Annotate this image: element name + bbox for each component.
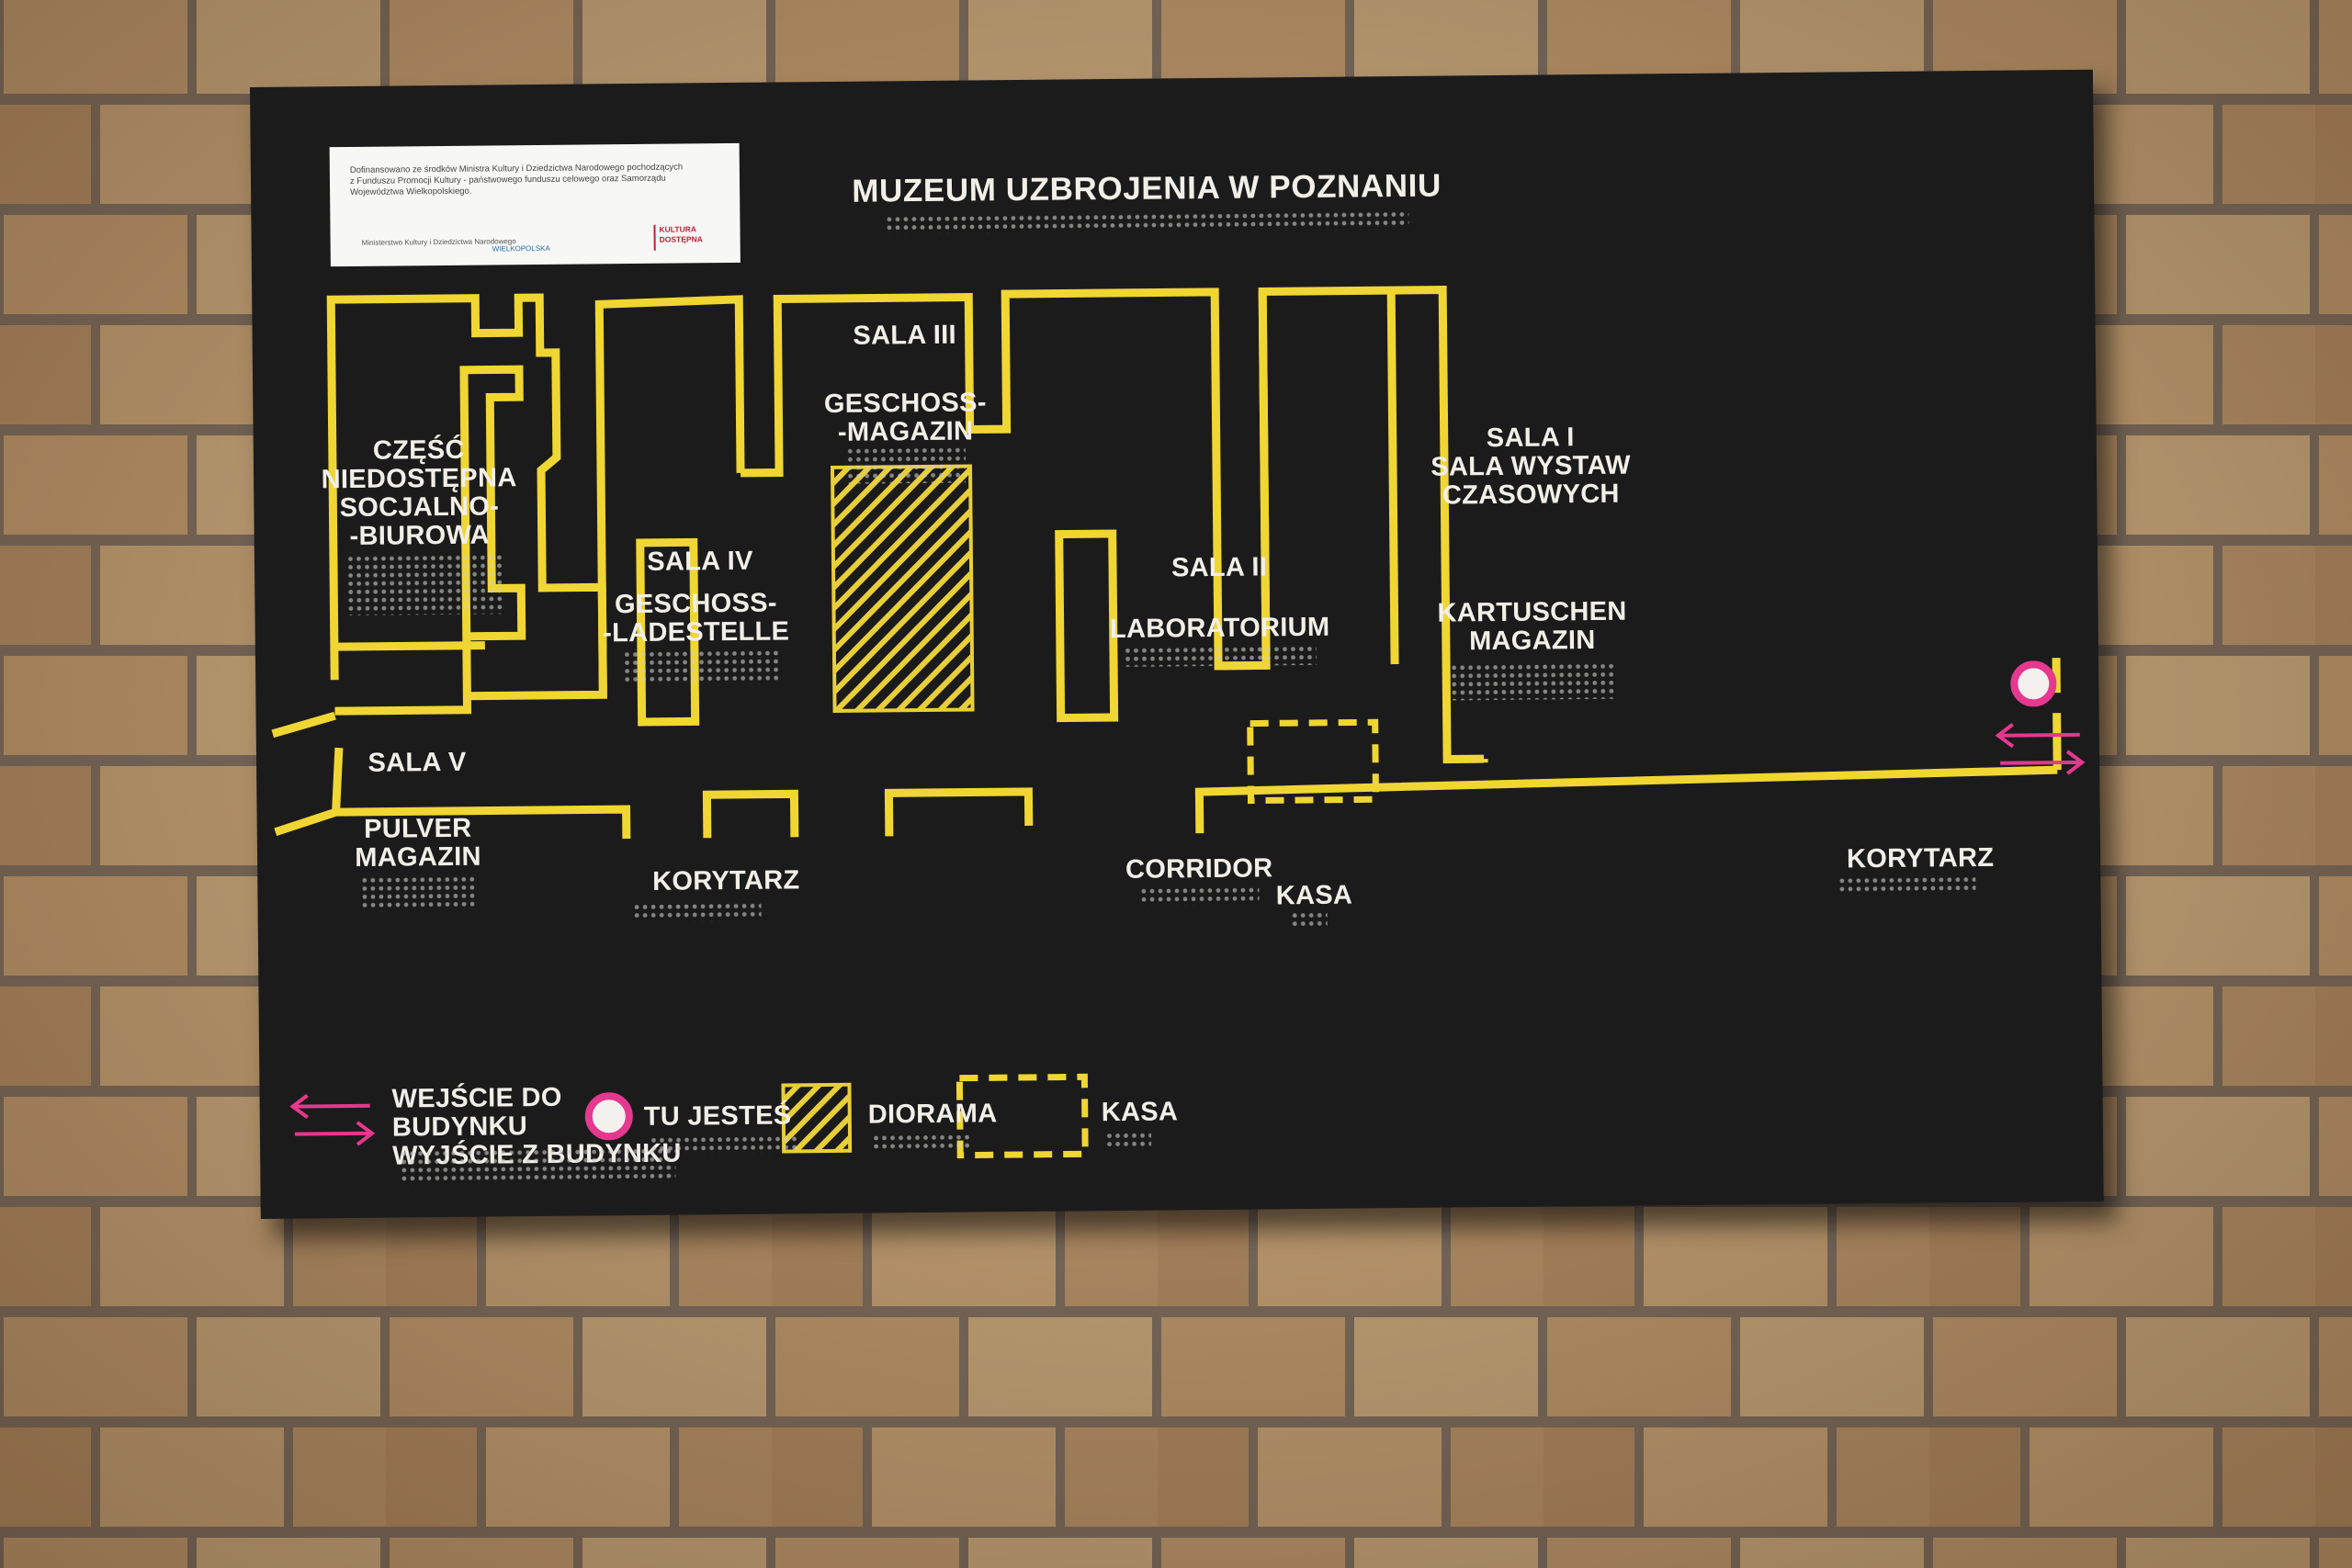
kasa-area [1247,718,1380,805]
braille-kasa [1290,910,1328,931]
wall-sala-iii [741,286,1485,764]
wall-sala-iv [594,295,745,695]
corridor-korytarz-right: KORYTARZ [1846,842,1995,874]
corridor-korytarz-left: KORYTARZ [652,865,800,897]
braille-korytarz-right [1838,875,1976,896]
legend-you-are-here-label: TU JESTEŚ [643,1100,792,1132]
legend-kasa [956,1073,1089,1159]
braille-sala-iv [622,649,780,686]
braille-diorama [871,1133,974,1153]
legend-kasa-label: KASA [1101,1097,1179,1128]
legend-diorama-label: DIORAMA [867,1099,998,1130]
wall-bottom-2 [884,787,1034,837]
wall-bottom-3 [1194,765,2058,834]
wall-bottom-1 [702,789,799,839]
you-are-here-marker [2010,660,2057,707]
braille-sala-v [360,874,475,911]
legend-diorama [781,1082,853,1154]
braille-czesc [345,553,503,616]
wall-right-edge [2052,658,2062,771]
braille-sala-iii [845,446,967,484]
pillar-left [636,537,700,727]
kasa-label: KASA [1275,880,1353,911]
braille-sala-i [1450,661,1616,701]
entrance-arrows-map [1995,723,2086,775]
braille-you-are-here [649,1134,797,1155]
room-sala-iii: SALA III [853,320,957,351]
braille-legend-kasa [1104,1131,1152,1151]
room-sala-v: SALA V [368,747,467,778]
room-pulver-magazin: PULVER MAGAZIN [355,813,481,873]
legend-marker [584,1092,633,1141]
room-geschoss-magazin: GESCHOSS- -MAGAZIN [823,388,987,447]
braille-legend-entrance [400,1146,676,1185]
legend-arrows [289,1093,376,1146]
wall-entry-curve-left [332,747,344,813]
room-sala-i: SALA I SALA WYSTAW CZASOWYCH [1430,423,1631,511]
sign-title: MUZEUM UZBROJENIA W POZNANIU [852,167,1442,209]
wall-divider [334,641,485,651]
room-kartuschen-magazin: KARTUSCHEN MAGAZIN [1437,596,1627,657]
braille-korytarz-left [632,901,762,922]
room-geschoss-ladestelle: GESCHOSS- -LADESTELLE [603,588,790,649]
wall-corridor-left [271,711,631,840]
room-sala-iv: SALA IV [647,546,753,577]
room-sala-ii: SALA II [1170,552,1268,583]
sponsor-label: Dofinansowano ze środków Ministra Kultur… [329,142,741,267]
room-czesc-niedostepna: CZĘŚĆ NIEDOSTĘPNA SOCJALNO- -BIUROWA [321,434,517,551]
diorama-area [830,464,975,713]
pillar-right [1055,529,1119,723]
wall-sala-i [1258,290,1399,666]
region-logo: WIELKOPOLSKA [492,243,550,254]
braille-corridor [1139,886,1260,906]
museum-floor-plan-sign: Dofinansowano ze środków Ministra Kultur… [250,69,2104,1219]
sponsor-text: Dofinansowano ze środków Ministra Kultur… [349,162,684,197]
kultura-dostepna-logo: KULTURA DOSTĘPNA [653,224,707,251]
room-laboratorium: LABORATORIUM [1109,612,1330,645]
braille-sala-ii [1123,644,1317,667]
floor-plan-drawing [271,286,2086,1159]
